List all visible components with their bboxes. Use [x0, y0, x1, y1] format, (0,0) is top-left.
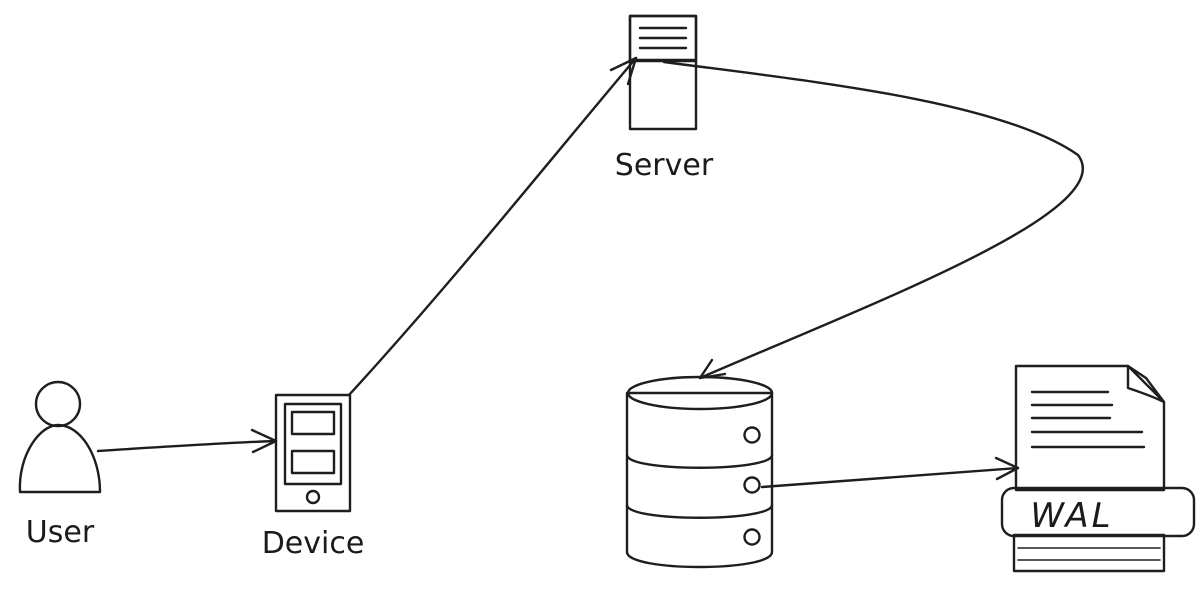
- arrow-database-to-wal: [760, 456, 1020, 489]
- user-node: User: [18, 380, 102, 550]
- arrow-user-to-device: [96, 428, 278, 454]
- database-icon: [625, 375, 774, 569]
- server-label: Server: [615, 148, 714, 183]
- arrow-server-to-database: [662, 60, 1084, 380]
- wal-node: WAL: [1000, 364, 1196, 573]
- arrow-device-to-server: [347, 56, 638, 397]
- user-label: User: [26, 515, 95, 550]
- wal-label: WAL: [1030, 496, 1113, 536]
- server-node: Server: [615, 14, 714, 183]
- mobile-device-icon: [274, 393, 352, 513]
- document-icon: [1000, 364, 1196, 573]
- device-node: Device: [262, 393, 365, 561]
- device-label: Device: [262, 526, 365, 561]
- database-node: [625, 375, 774, 569]
- server-icon: [628, 14, 698, 131]
- user-icon: [18, 380, 102, 494]
